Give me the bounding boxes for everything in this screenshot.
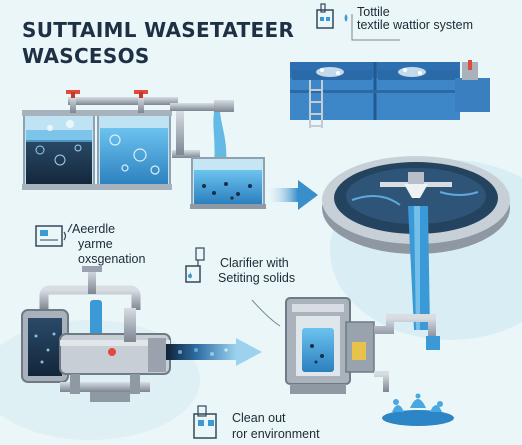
discharge-label-line2: ror environment	[232, 427, 320, 441]
aerator-icon	[36, 224, 72, 246]
outlet-icon	[194, 406, 216, 438]
storage-tanks	[22, 90, 220, 190]
clarifier-label-line1: Clarifier with	[220, 256, 289, 270]
mixing-basin	[190, 100, 266, 209]
factory-icon	[317, 4, 348, 28]
textile-label-line2: textile wattior system	[357, 18, 473, 32]
textile-label-line1: Tottile	[357, 5, 390, 19]
aeration-label-line2: yarme	[78, 237, 113, 251]
diagram-title-line2: WASCESOS	[22, 44, 150, 68]
textile-tank	[290, 60, 490, 128]
discharge-label-line1: Clean out	[232, 411, 286, 425]
diagram-title-line1: SUTTAIML WASETATEER	[22, 18, 294, 42]
aeration-label-line3: oxsgenation	[78, 252, 145, 266]
clarifier-label-line2: Setiting solids	[218, 271, 295, 285]
flow-arrow-1	[270, 180, 318, 210]
aeration-label-line1: Aeerdle	[72, 222, 115, 236]
clarifier-icon	[186, 248, 204, 282]
